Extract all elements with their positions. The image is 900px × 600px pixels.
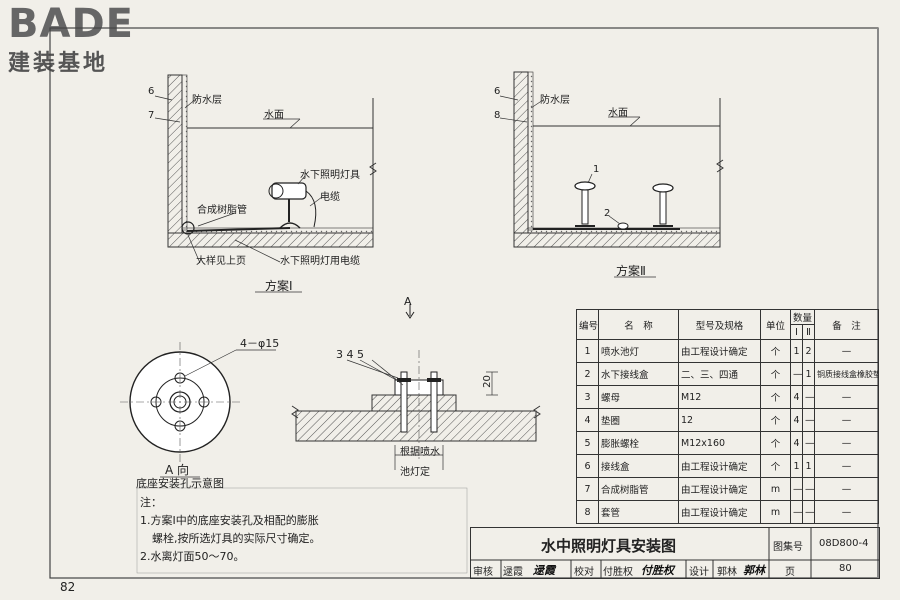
header-no: 编号 — [576, 309, 599, 340]
part-ref-labels: 3 4 5 — [336, 348, 364, 361]
reviewer-name: 逯霞 — [503, 567, 523, 578]
header-qty-1: Ⅰ — [790, 324, 803, 340]
reviewer-signature: 逯霞 — [533, 564, 555, 577]
scheme1-ref-7: 7 — [148, 110, 155, 121]
hole-spec-label: 4－φ15 — [240, 337, 280, 350]
notes-block: 注： 1.方案Ⅰ中的底座安装孔及相配的膨胀 螺栓,按所选灯具的实际尺寸确定。 2… — [140, 494, 321, 566]
book-page-number: 82 — [60, 580, 76, 594]
dim-20-label: 20 — [481, 375, 493, 388]
scheme1-resin-pipe-label: 合成树脂管 — [197, 205, 247, 216]
view-a-caption: A 向 — [165, 463, 190, 477]
scheme1-waterproof-label: 防水层 — [192, 95, 222, 106]
header-qty-2: Ⅱ — [801, 324, 816, 340]
designer-name: 郭林 — [717, 567, 737, 578]
notes-heading: 注： — [140, 496, 162, 509]
title-block: 水中照明灯具安装图 图集号 08D800-4 审核 逯霞 逯霞 校对 付胜权 付… — [470, 527, 880, 579]
scheme2-section — [499, 71, 724, 278]
note-item-1-cont: 螺栓,按所选灯具的实际尺寸确定。 — [152, 532, 321, 545]
scheme2-ref-2: 2 — [604, 208, 611, 219]
atlas-number: 08D800-4 — [819, 538, 869, 549]
scheme1-lamp-cable-label: 水下照明灯用电缆 — [280, 256, 360, 267]
header-qty: 数量 — [789, 309, 816, 325]
drawing-title: 水中照明灯具安装图 — [541, 537, 677, 555]
logo-subtitle: 建装基地 — [8, 51, 109, 76]
scheme1-section — [154, 74, 377, 293]
scheme1-caption: 方案Ⅰ — [265, 279, 293, 293]
review-label: 审核 — [473, 567, 493, 578]
page-label: 页 — [785, 567, 795, 578]
scheme2-ref-6: 6 — [494, 86, 501, 97]
design-label: 设计 — [689, 567, 709, 578]
base-plate-view — [120, 342, 276, 478]
header-unit: 单位 — [760, 309, 791, 340]
checker-signature: 付胜权 — [641, 564, 674, 577]
bolt-section — [291, 304, 541, 470]
header-remark: 备 注 — [814, 309, 880, 340]
scheme2-ref-1: 1 — [593, 164, 600, 175]
pool-note-line1: 根据喷水 — [400, 447, 440, 458]
scheme2-caption: 方案Ⅱ — [616, 264, 646, 278]
logo-wordmark: BADE — [8, 1, 134, 47]
scheme1-water-surface-label: 水面 — [264, 110, 284, 121]
scheme2-waterproof-label: 防水层 — [540, 95, 570, 106]
note-item-2: 2.水离灯面50～70。 — [140, 550, 245, 563]
view-mark-a: A — [404, 295, 412, 308]
pool-note-line2: 池灯定 — [400, 467, 430, 478]
checker-name: 付胜权 — [603, 567, 633, 578]
scheme2-water-surface-label: 水面 — [608, 108, 628, 119]
header-name: 名 称 — [598, 309, 679, 340]
scheme1-cable-label: 电缆 — [320, 192, 340, 203]
header-spec: 型号及规格 — [678, 309, 761, 340]
note-item-1: 1.方案Ⅰ中的底座安装孔及相配的膨胀 — [140, 514, 319, 527]
scheme1-lamp-label: 水下照明灯具 — [300, 170, 360, 181]
scheme1-ref-6: 6 — [148, 86, 155, 97]
check-label: 校对 — [574, 567, 594, 578]
view-a-subcaption: 底座安装孔示意图 — [136, 477, 224, 490]
scheme1-detail-ref-label: 大样见上页 — [196, 256, 246, 267]
sheet-page-number: 80 — [839, 563, 852, 574]
designer-signature: 郭林 — [743, 564, 765, 577]
atlas-label: 图集号 — [773, 542, 803, 553]
scheme2-ref-8: 8 — [494, 110, 501, 121]
